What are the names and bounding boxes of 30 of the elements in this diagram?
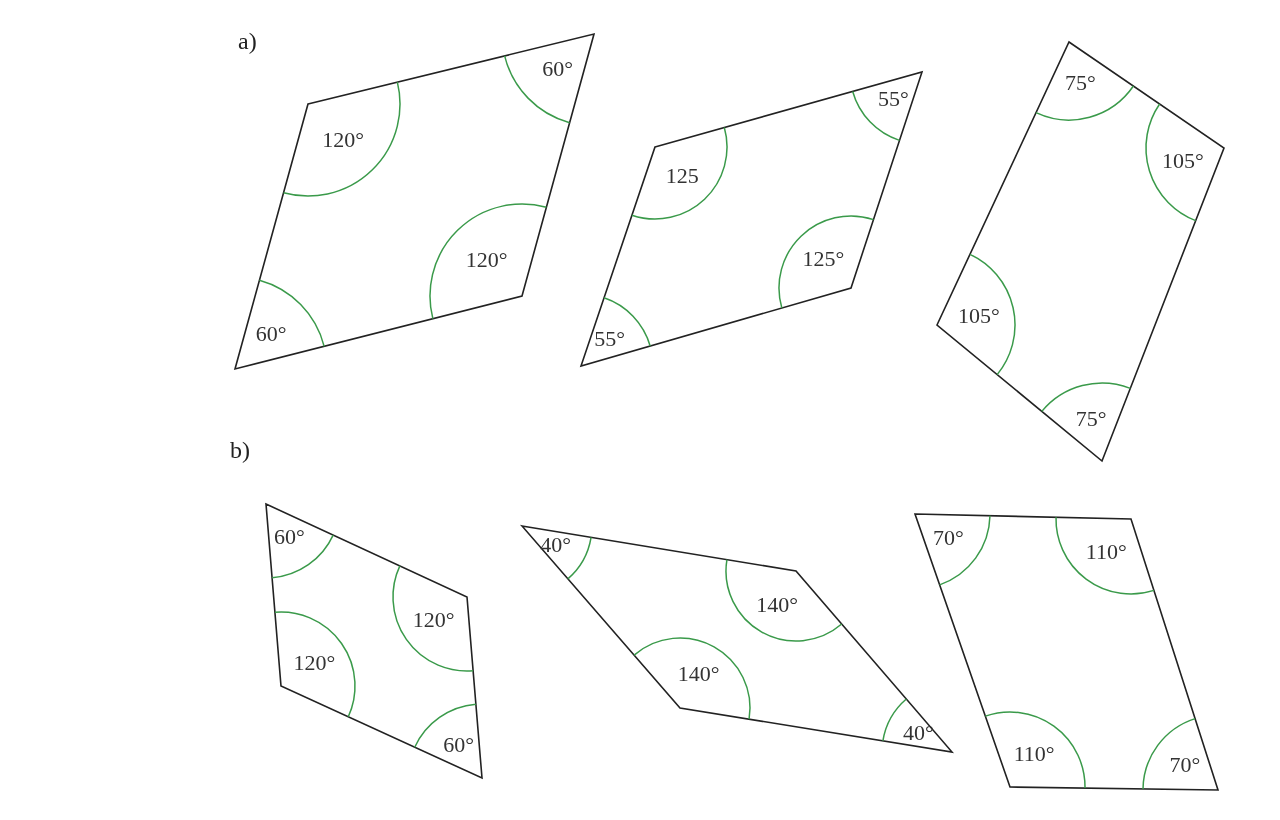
angle-label: 70° bbox=[932, 525, 964, 552]
angle-label: 60° bbox=[273, 524, 305, 551]
angle-label: 40° bbox=[540, 531, 571, 558]
angle-label: 110° bbox=[1085, 539, 1127, 566]
angle-label: 75° bbox=[1064, 70, 1096, 97]
angle-label: 105° bbox=[957, 302, 1000, 329]
angle-label: 105° bbox=[1162, 147, 1204, 174]
angle-label: 120° bbox=[465, 246, 508, 273]
angle-label: 60° bbox=[443, 731, 474, 758]
parallelogram bbox=[235, 34, 594, 369]
angle-label: 140° bbox=[756, 591, 799, 618]
parallelogram bbox=[266, 504, 482, 778]
angle-label: 55° bbox=[594, 325, 625, 352]
angle-label: 75° bbox=[1075, 406, 1107, 433]
angle-label: 40° bbox=[903, 720, 934, 747]
angle-label: 125° bbox=[802, 246, 845, 273]
angle-label: 60° bbox=[255, 320, 287, 347]
parallelogram bbox=[937, 42, 1224, 461]
part-label: a) bbox=[238, 28, 257, 55]
angle-label: 60° bbox=[542, 56, 574, 83]
angle-label: 120° bbox=[412, 607, 455, 634]
angle-label: 110° bbox=[1013, 740, 1055, 767]
parallelogram bbox=[581, 72, 922, 366]
angle-label: 120° bbox=[322, 127, 365, 154]
part-label: b) bbox=[230, 437, 250, 464]
angle-label: 140° bbox=[677, 661, 720, 688]
angle-label: 70° bbox=[1169, 752, 1201, 779]
angle-label: 55° bbox=[878, 86, 909, 113]
angle-label: 120° bbox=[293, 649, 336, 676]
angle-label: 125 bbox=[665, 162, 699, 189]
